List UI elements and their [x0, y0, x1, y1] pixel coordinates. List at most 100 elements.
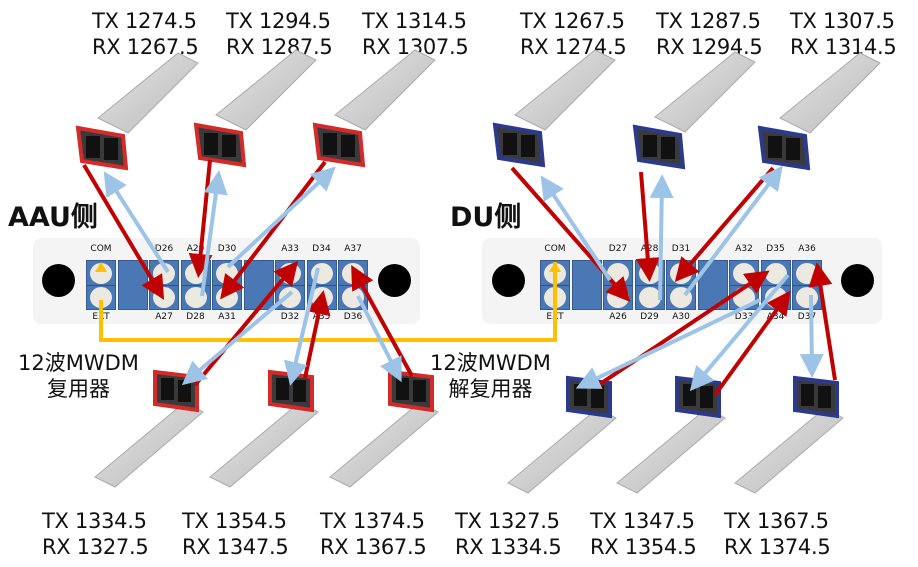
aau-tx-fiber: [351, 264, 414, 377]
du-top-sfp-1-lc-port: [503, 133, 517, 155]
aau-bottom-sfp-3-lc-port: [396, 378, 409, 400]
port-label-top: A33: [281, 244, 299, 254]
du-bottom-sfp-1-body: [507, 407, 617, 494]
aau-rx-fiber: [226, 166, 336, 269]
mount-hole: [42, 264, 75, 297]
port-label-top: D26: [154, 244, 174, 254]
port-label-bottom: A31: [218, 312, 236, 322]
du-tx-fiber: [713, 290, 791, 397]
port-label-top: A36: [798, 244, 816, 254]
aau-top-sfp-3-lc-port: [323, 133, 337, 155]
aau-rx-fiber: [200, 170, 228, 297]
trunk-fiber: [99, 262, 557, 342]
du-bottom-sfp-3-body: [734, 407, 844, 494]
port-label-bottom: D28: [186, 312, 205, 322]
du-top-sfp-3-lc-port: [786, 138, 800, 160]
aau-top-sfp-3-face: [312, 122, 366, 168]
port-connector[interactable]: [764, 263, 787, 284]
du-bottom-sfp-2-lc-port: [683, 384, 696, 406]
du-rx-fiber: [799, 294, 824, 378]
divider: [307, 285, 336, 286]
aau-bottom-sfp-2-body: [209, 401, 319, 488]
port-label-bottom: D37: [797, 312, 817, 322]
port-label-bottom: D29: [640, 312, 659, 322]
divider: [793, 285, 821, 286]
aau-top-sfp-2-lc-port: [204, 133, 218, 155]
port-label-top: COM: [90, 244, 112, 254]
aau-top-sfp-1-body: [97, 52, 199, 134]
port-label-bottom: D33: [734, 312, 754, 322]
port-label-top: D35: [766, 244, 785, 254]
port-label-top: D27: [608, 244, 628, 254]
du-bottom-sfp-2-body: [616, 407, 726, 494]
divider: [761, 285, 790, 286]
port-label-top: A29: [186, 244, 205, 254]
du-bottom-sfp-3-lc-port: [818, 386, 831, 408]
aau-bottom-sfp-1-body: [94, 401, 204, 488]
aau-rx-fiber: [103, 171, 170, 274]
du-side-title: DU侧: [450, 202, 522, 233]
divider: [87, 285, 115, 286]
divider: [635, 285, 664, 286]
divider: [667, 285, 695, 286]
du-top-sfp-2-lc-port: [643, 135, 657, 157]
aau-bottom-sfp-2-lc-port: [276, 378, 289, 400]
port-connector[interactable]: [90, 263, 112, 284]
aau-bottom-sfp-3-body: [329, 401, 439, 488]
du-top-sfp-2-body: [654, 51, 756, 133]
aau-top-sfp-3-body: [334, 49, 436, 131]
port-connector[interactable]: [279, 287, 301, 308]
du-rx-fiber: [689, 273, 790, 392]
du-top-sfp-2-face: [632, 124, 686, 170]
aau-bottom-sfp-2-lc-port: [293, 380, 306, 402]
port-connector[interactable]: [638, 287, 661, 308]
mount-hole: [492, 264, 525, 297]
port-label-top: D31: [671, 244, 691, 254]
du-rx-fiber: [575, 298, 761, 389]
trunk-arrow-du: [549, 262, 561, 272]
aau-top-sfp-1-face: [75, 125, 129, 171]
divider: [181, 285, 210, 286]
port-label-top: COM: [544, 244, 566, 254]
du-rx-fiber: [540, 175, 612, 282]
aau-top-sfp-1-lc-port: [86, 136, 100, 158]
aau-rx-fiber: [284, 267, 320, 386]
du-top-sfp-2-lc-port: [661, 137, 675, 159]
du-top-sfp-1-lc-port: [521, 135, 535, 157]
port-connector[interactable]: [342, 287, 364, 308]
du-top-sfp-1-face: [492, 122, 546, 168]
du-bottom-sfp-1-lc-port: [574, 384, 587, 406]
port-connector[interactable]: [90, 287, 112, 308]
port-label-bottom: D32: [280, 312, 300, 322]
mount-hole: [378, 264, 411, 297]
mount-hole: [841, 264, 874, 297]
du-tx-fiber: [808, 262, 837, 381]
aau-bottom-sfp-1-lc-port: [161, 378, 174, 400]
aau-rx-fiber: [181, 290, 294, 386]
du-bottom-sfp-3-lc-port: [801, 384, 814, 406]
du-top-sfp-1-body: [514, 49, 616, 131]
du-bottom-sfp-2-lc-port: [700, 386, 713, 408]
du-tx-fiber: [635, 171, 660, 282]
aau-tx-fiber: [82, 163, 165, 300]
port-label-top: A28: [640, 244, 659, 254]
du-tx-fiber: [598, 270, 770, 386]
aau-tx-fiber: [303, 290, 331, 379]
port-label-bottom: A34: [766, 312, 785, 322]
du-tx-fiber: [674, 166, 775, 283]
du-rx-fiber: [683, 165, 783, 297]
aau-tx-fiber: [220, 160, 327, 300]
